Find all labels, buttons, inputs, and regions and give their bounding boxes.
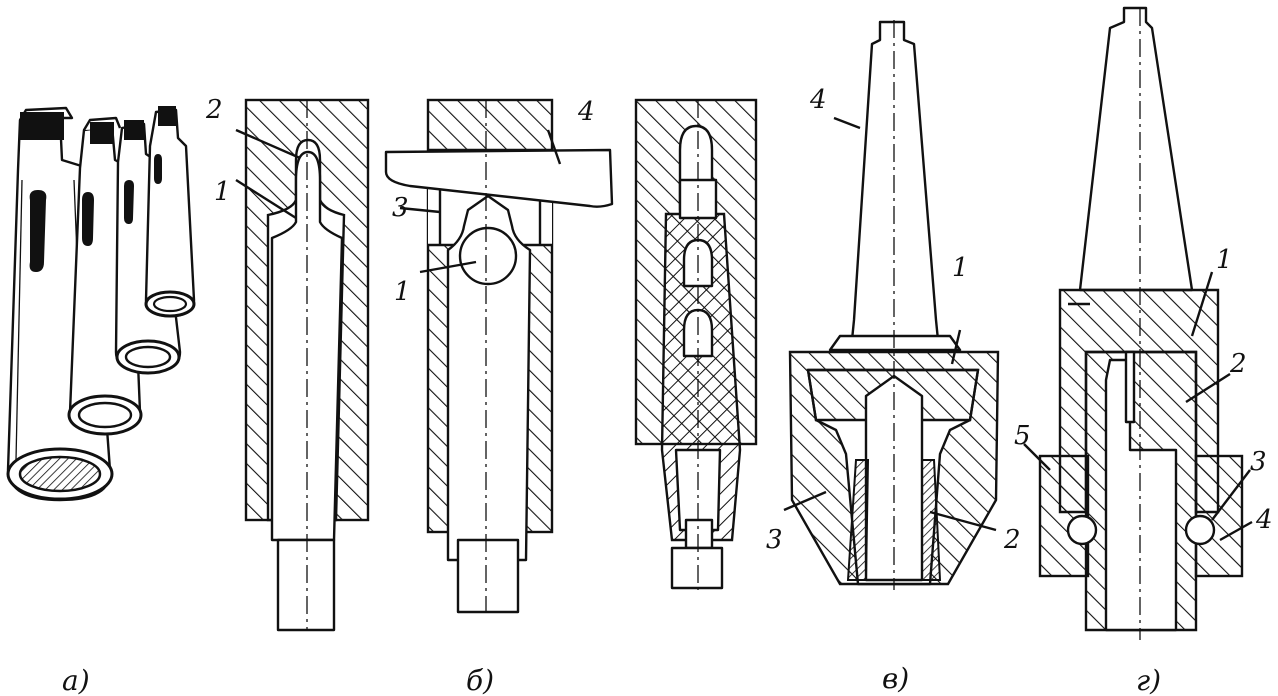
label-g-5: 5	[1014, 421, 1031, 451]
spindle-section-b1: 2 1	[205, 95, 370, 632]
label-g-3: 3	[1250, 447, 1267, 477]
sleeves-view-a	[6, 106, 196, 502]
spindle-section-b2: 4 3 1	[384, 97, 614, 614]
sleeve-small	[144, 106, 196, 318]
caption-a: a)	[62, 664, 90, 696]
label-g-2: 2	[1229, 349, 1247, 379]
label-v-4: 4	[809, 85, 827, 115]
label-g-4: 4	[1255, 505, 1273, 535]
caption-g: г)	[1136, 664, 1161, 696]
label-v-3: 3	[766, 525, 783, 555]
spindle-section-b3	[634, 98, 758, 590]
label-v-1: 1	[952, 253, 969, 283]
caption-v: в)	[882, 662, 909, 695]
drill-chuck-v: 4 1 3 2	[766, 20, 1021, 590]
quick-change-holder-g: 1 2 5 3 4	[1014, 6, 1273, 640]
label-g-1: 1	[1216, 245, 1233, 275]
label-b2-1: 1	[394, 277, 411, 307]
label-v-2: 2	[1003, 525, 1021, 555]
label-b1-1: 1	[214, 177, 231, 207]
label-b1-2: 2	[205, 95, 223, 125]
caption-b: б)	[466, 664, 494, 696]
label-b2-4: 4	[577, 97, 595, 127]
label-b2-3: 3	[392, 193, 409, 223]
